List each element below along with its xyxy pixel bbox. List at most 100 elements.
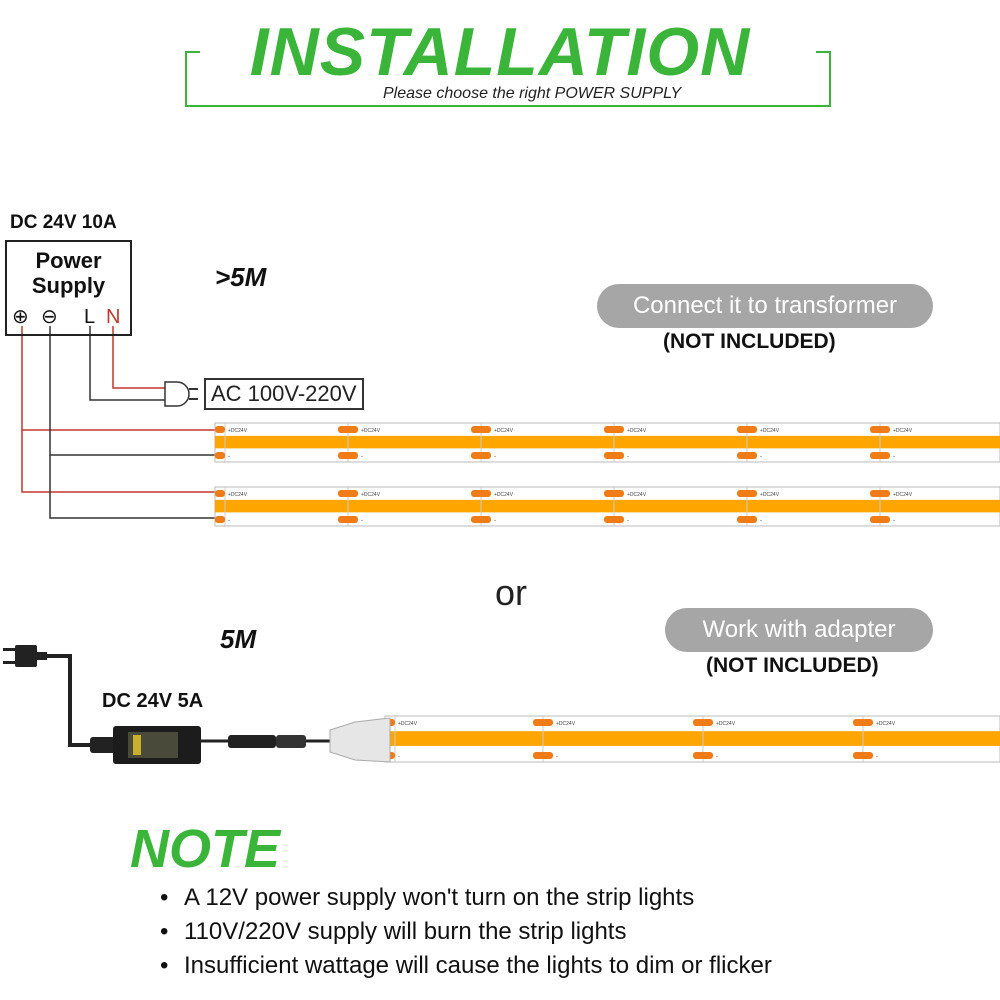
pad-label: -	[760, 454, 762, 460]
pad-label: -	[361, 518, 363, 524]
note-bullet-text: Insufficient wattage will cause the ligh…	[184, 952, 772, 979]
solder-pad	[604, 452, 624, 459]
pad-label: -	[893, 454, 895, 460]
pad-label: -	[876, 754, 878, 760]
eu-plug-icon	[3, 645, 47, 667]
ac-cable	[47, 654, 95, 747]
neutral-terminal: N	[106, 306, 121, 328]
power-adapter-icon	[90, 717, 391, 764]
transformer-not-included: (NOT INCLUDED)	[663, 330, 836, 353]
or-separator: or	[495, 572, 528, 613]
page-subtitle: Please choose the right POWER SUPPLY	[383, 85, 682, 102]
solder-pad	[693, 719, 713, 726]
pad-label: -	[494, 454, 496, 460]
pad-label: -	[228, 454, 230, 460]
pad-label: +DC24V	[494, 428, 514, 434]
solder-pad	[471, 452, 491, 459]
adapter-not-included: (NOT INCLUDED)	[706, 654, 879, 677]
positive-wire	[21, 326, 215, 431]
pad-label: -	[760, 518, 762, 524]
pad-label: -	[716, 754, 718, 760]
pad-label: +DC24V	[361, 492, 381, 498]
solder-pad	[533, 752, 553, 759]
solder-pad	[215, 490, 225, 497]
solder-pad	[870, 426, 890, 433]
pad-label: +DC24V	[716, 721, 736, 727]
title-frame	[185, 51, 831, 107]
power-supply-title: Power Supply	[5, 248, 132, 298]
negative-terminal: ⊖	[41, 306, 58, 328]
pad-label: +DC24V	[876, 721, 896, 727]
led-strip-3: +DC24V - +DC24V - +DC24V - +DC24V -	[384, 715, 1000, 763]
cob-led-band	[215, 499, 1000, 513]
solder-pad	[737, 426, 757, 433]
solder-pad	[604, 516, 624, 523]
note-bullet: •Insufficient wattage will cause the lig…	[160, 952, 772, 979]
length-label-over-5m: >5M	[215, 262, 267, 292]
pad-label: -	[627, 454, 629, 460]
pad-label: +DC24V	[760, 492, 780, 498]
pad-label: +DC24V	[556, 721, 576, 727]
neutral-wire	[112, 326, 165, 389]
live-terminal: L	[84, 306, 96, 328]
solder-pad	[853, 719, 873, 726]
pad-label: +DC24V	[398, 721, 418, 727]
pad-label: -	[398, 754, 400, 760]
solder-pad	[870, 490, 890, 497]
pad-label: +DC24V	[627, 492, 647, 498]
pad-label: +DC24V	[361, 428, 381, 434]
solder-pad	[215, 516, 225, 523]
pad-label: -	[361, 454, 363, 460]
solder-pad	[471, 490, 491, 497]
solder-pad	[533, 719, 553, 726]
positive-wire-2	[21, 430, 215, 493]
pad-label: -	[228, 518, 230, 524]
solder-pad	[338, 516, 358, 523]
solder-pad	[471, 516, 491, 523]
power-supply-title-line2: Supply	[31, 273, 106, 298]
live-wire	[89, 326, 165, 401]
solder-pad	[215, 452, 225, 459]
power-supply-box	[5, 240, 132, 336]
pad-label: +DC24V	[494, 492, 514, 498]
pad-label: +DC24V	[893, 428, 913, 434]
note-bullet: •110V/220V supply will burn the strip li…	[160, 918, 627, 945]
adapter-pill: Work with adapter	[665, 608, 933, 652]
wires	[21, 326, 215, 519]
note-bullet: •A 12V power supply won't turn on the st…	[160, 884, 695, 911]
solder-pad	[604, 490, 624, 497]
note-bullet-text: 110V/220V supply will burn the strip lig…	[184, 918, 627, 945]
pad-label: +DC24V	[228, 492, 248, 498]
solder-pad	[853, 752, 873, 759]
solder-pad	[338, 490, 358, 497]
ac-voltage-label: AC 100V-220V	[204, 378, 364, 410]
negative-wire-2	[49, 455, 215, 519]
solder-pad	[737, 516, 757, 523]
power-supply-title-line1: Power	[35, 248, 102, 273]
solder-pad	[737, 452, 757, 459]
pad-label: +DC24V	[760, 428, 780, 434]
pad-label: +DC24V	[228, 428, 248, 434]
solder-pad	[870, 452, 890, 459]
pad-label: -	[627, 518, 629, 524]
solder-pad	[737, 490, 757, 497]
solder-pad	[693, 752, 713, 759]
pad-label: -	[494, 518, 496, 524]
pad-label: +DC24V	[627, 428, 647, 434]
length-label-5m: 5M	[220, 624, 257, 654]
cob-led-band	[215, 435, 1000, 449]
pad-label: -	[893, 518, 895, 524]
pad-label: +DC24V	[893, 492, 913, 498]
solder-pad	[604, 426, 624, 433]
transformer-pill: Connect it to transformer	[597, 284, 933, 328]
positive-terminal: ⊕	[12, 306, 29, 328]
negative-wire	[49, 326, 215, 456]
pad-label: -	[556, 754, 558, 760]
solder-pad	[870, 516, 890, 523]
page-title: INSTALLATION	[249, 14, 751, 90]
adapter-rating: DC 24V 5A	[102, 690, 204, 712]
solder-pad	[471, 426, 491, 433]
led-strip-2: +DC24V - +DC24V - +DC24V - +DC24V - +DC24V - +DC24…	[214, 486, 1000, 527]
